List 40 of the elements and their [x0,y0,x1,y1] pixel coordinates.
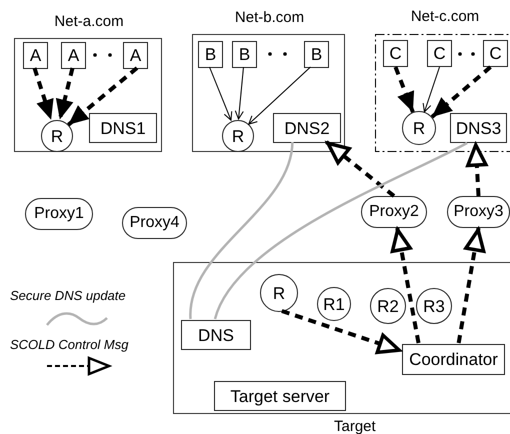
arrow [281,309,402,354]
arrow [234,66,244,120]
process-box: C [483,40,508,67]
process-box: A [23,42,48,69]
arrow [390,228,420,344]
legend-text: Secure DNS update [10,289,126,302]
group-title: Target [334,419,376,434]
arrow [422,66,440,112]
arrow [209,66,232,121]
process-box: C [427,40,452,67]
process-box: DNS2 [273,113,341,143]
arrow [248,66,311,125]
proxy-node: Proxy2 [361,196,427,228]
process-box: Coordinator [402,344,505,375]
arrow [56,68,74,120]
arrow [466,142,488,196]
proxy-node: Proxy4 [122,207,187,239]
process-box: DNS3 [450,113,507,143]
legend-text: SCOLD Control Msg [10,338,128,351]
proxy-node: Proxy3 [447,196,510,228]
proxy-node: Proxy1 [25,198,93,230]
process-box: DNS1 [89,113,157,143]
group-title: Net-a.com [53,14,125,29]
curved-line [189,142,294,320]
curved-line [214,142,468,320]
arrow [456,228,486,344]
arrow [32,67,54,120]
process-box: Target server [214,381,346,411]
group-title: Net-c.com [410,9,480,24]
group-title: Net-b.com [234,10,306,25]
process-box: A [61,42,86,69]
process-box: A [123,42,148,69]
process-box: C [383,40,408,67]
process-box: B [304,41,329,68]
process-box: B [232,41,257,68]
arrow [325,140,396,198]
arrow [394,66,415,113]
arrow [430,65,492,118]
process-box: DNS [181,320,251,350]
process-box: B [198,41,223,68]
